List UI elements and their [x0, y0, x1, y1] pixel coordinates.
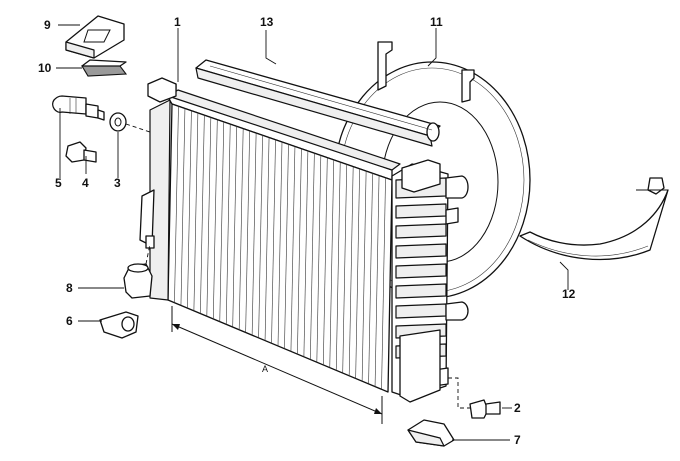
bracket-drawing [407, 419, 455, 447]
radiator-fin [200, 115, 205, 314]
radiator-fin [187, 110, 192, 309]
radiator-fin [355, 168, 360, 379]
part-label-13: 13 [260, 15, 274, 29]
radiator-fin [361, 171, 367, 382]
seal-strip-drawing [195, 59, 441, 147]
screw-plug-drawing [65, 141, 97, 163]
tank-rib [395, 203, 447, 219]
radiator-fin [322, 157, 328, 365]
part-label-12: 12 [562, 287, 576, 301]
part-label-10: 10 [38, 61, 52, 75]
radiator-fin [310, 153, 315, 360]
part-label-2: 2 [514, 401, 521, 415]
radiator-fin [212, 119, 218, 319]
lower-mount-drawing [99, 311, 139, 339]
radiator-fin [381, 177, 386, 390]
hex-bolt-drawing [469, 399, 501, 419]
radiator-fin [238, 128, 244, 330]
dimension-label: A [262, 364, 268, 374]
radiator-fin [264, 137, 270, 341]
part-label-9: 9 [44, 18, 51, 32]
radiator-fin [258, 135, 263, 338]
part-label-11: 11 [430, 15, 443, 29]
radiator-fin [297, 148, 302, 355]
radiator-fin [368, 173, 373, 384]
part-label-3: 3 [114, 176, 121, 190]
tank-rib [395, 243, 447, 259]
radiator-fin [348, 166, 354, 376]
leader-lines [56, 24, 569, 441]
radiator-fin [374, 175, 380, 387]
part-label-5: 5 [55, 176, 62, 190]
radiator-fin [329, 159, 335, 368]
part-label-6: 6 [66, 314, 73, 328]
radiator-drawing [139, 77, 469, 403]
tank-rib [395, 283, 447, 299]
radiator-fin [180, 108, 186, 306]
part-label-1: 1 [174, 15, 181, 29]
radiator-fin [316, 155, 322, 363]
radiator-fin [245, 130, 250, 333]
temperature-switch-drawing [52, 95, 105, 121]
radiator-fin [277, 141, 283, 347]
dimension-a: A [171, 306, 383, 424]
radiator-fin [193, 112, 199, 311]
tank-rib [395, 263, 447, 279]
radiator-fin [232, 126, 238, 328]
radiator-fin [206, 117, 212, 317]
radiator-fin [284, 144, 289, 349]
radiator-fin [290, 146, 296, 352]
radiator-fin [303, 150, 309, 357]
washer-drawing [109, 112, 127, 132]
radiator-fin [342, 164, 348, 374]
part-labels: 9 10 5 4 3 1 13 11 8 6 12 2 7 [38, 15, 576, 447]
part-label-7: 7 [514, 433, 521, 447]
radiator-fin [251, 133, 257, 336]
tank-rib [395, 223, 447, 239]
radiator-fin [335, 162, 341, 371]
radiator-fin [271, 139, 276, 344]
retaining-clip-drawing [65, 15, 125, 59]
rubber-buffer-drawing [81, 59, 128, 77]
part-label-4: 4 [82, 176, 89, 190]
tank-rib [395, 303, 447, 319]
radiator-fin [174, 106, 179, 303]
radiator-fin [225, 124, 231, 325]
radiator-fin [219, 121, 225, 322]
part-label-8: 8 [66, 281, 73, 295]
rubber-mount-drawing [123, 263, 153, 299]
